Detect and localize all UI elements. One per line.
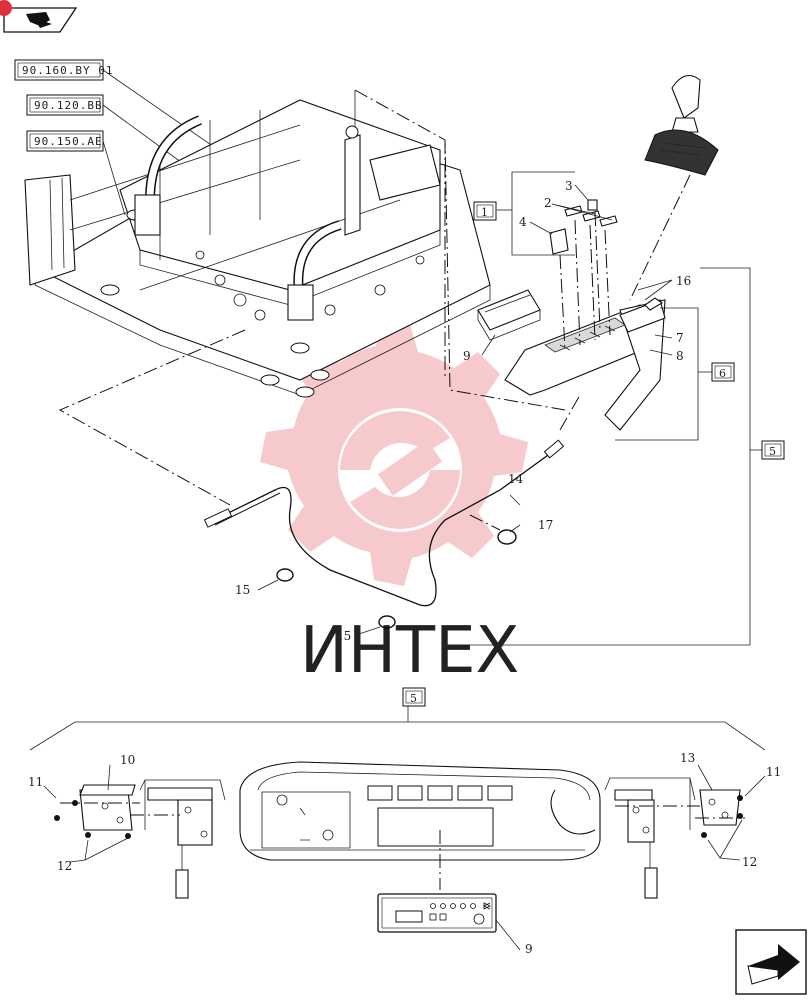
callout-6: 6 [719, 367, 726, 380]
ref-box-90-160-by-01[interactable]: 90.160.BY 01 [14, 59, 113, 81]
left-bracket-leaders [43, 764, 129, 863]
right-bracket-leaders [697, 764, 766, 861]
o-ring-15a [276, 568, 294, 582]
right-bracket-construction [615, 805, 745, 819]
svg-text:90.150.AE: 90.150.AE [34, 135, 103, 148]
wire-harness [203, 394, 581, 607]
o-ring-construction-line [469, 514, 501, 531]
callout-5-bottom: 5 [410, 692, 417, 705]
armrest-console-right [504, 297, 666, 431]
callout-11-left: 11 [28, 775, 43, 789]
next-page-arrow-icon[interactable] [735, 929, 807, 995]
svg-text:90.160.BY 01: 90.160.BY 01 [22, 64, 113, 77]
callout-labels-bottom: 5 10 11 11 12 12 13 9 [28, 692, 781, 956]
callout-brackets-top [455, 171, 762, 646]
ref-box-90-120-bb[interactable]: 90.120.BB [26, 94, 104, 116]
switch-construction-lines [559, 211, 611, 351]
callout-9-bottom: 9 [525, 942, 533, 956]
joystick-construction-line [629, 174, 691, 301]
callout-13: 13 [680, 751, 695, 765]
callout-10: 10 [120, 753, 135, 767]
right-bracket-assembly [604, 777, 743, 899]
callout-11-right: 11 [766, 765, 781, 779]
switch-group [549, 199, 618, 255]
callout-2: 2 [544, 196, 552, 210]
detail-bracket-bottom [29, 706, 766, 751]
callout-15a: 15 [235, 583, 250, 597]
o-ring-17 [497, 529, 517, 545]
callout-12-left: 12 [57, 859, 72, 873]
cab-floor-frame [24, 90, 491, 398]
o-rings [276, 529, 517, 629]
callout-7: 7 [676, 331, 684, 345]
callout-9-top: 9 [463, 349, 471, 363]
reference-boxes: 90.160.BY 01 90.120.BB 90.150.AE [14, 59, 113, 152]
back-arrow-icon[interactable] [0, 0, 78, 33]
armrest-console-body [239, 761, 601, 861]
callout-3: 3 [565, 179, 573, 193]
watermark-text: ИНТЕХ [300, 614, 519, 688]
callout-12-right: 12 [742, 855, 757, 869]
callout-box-5-top [761, 440, 785, 460]
callout-box-6 [711, 362, 735, 382]
callout-15b: 15 [336, 629, 351, 643]
left-bracket-assembly [54, 779, 226, 899]
left-bracket-construction [60, 802, 180, 816]
leader-lines-top [257, 184, 673, 636]
display-module-top [477, 289, 541, 341]
callout-8: 8 [676, 349, 684, 363]
ref-box-90-150-ae[interactable]: 90.150.AE [26, 130, 104, 152]
callout-box-1 [473, 201, 497, 221]
o-ring-15b [378, 615, 396, 629]
callout-labels-top: 1 2 3 4 5 6 7 8 9 14 15 15 16 17 [235, 179, 776, 643]
callout-1: 1 [481, 206, 488, 219]
leader-9-bottom [495, 919, 521, 951]
watermark-gear-logo [260, 324, 528, 586]
display-module-bottom [377, 893, 497, 933]
callout-4: 4 [519, 215, 527, 229]
joystick-assembly [644, 74, 719, 176]
callout-14: 14 [508, 472, 524, 486]
callout-5-top: 5 [769, 445, 776, 458]
callout-16: 16 [676, 274, 691, 288]
svg-text:90.120.BB: 90.120.BB [34, 99, 103, 112]
callout-box-5-bottom [402, 687, 426, 707]
callout-17: 17 [538, 518, 553, 532]
construction-lines-cab [58, 89, 566, 506]
